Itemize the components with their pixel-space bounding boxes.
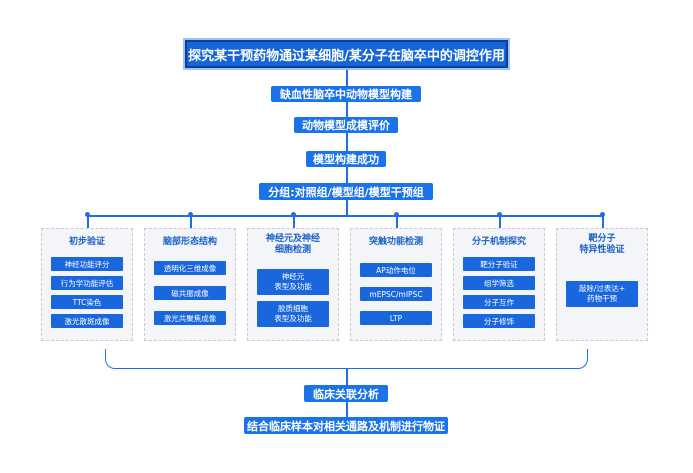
panel-neuron-detection: 神经元及神经 细胞检测 神经元 表型及功能 胶质细胞 表型及功能 [247,228,339,341]
panel-title: 脑部形态结构 [162,236,217,247]
panel-title: 初步验证 [68,236,105,247]
connector-s3-s4 [346,167,348,183]
branch-drop-6 [602,215,604,228]
step-model-evaluation: 动物模型成模评价 [294,117,398,133]
branch-drop-3 [293,215,295,228]
item-mepsc: mEPSC/mIPSC [360,287,432,301]
item-clearing-3d: 透明化三维成像 [154,261,226,275]
item-ltp: LTP [360,311,432,325]
branch-dot-2 [188,212,193,217]
step-clinical-analysis: 临床关联分析 [304,385,388,402]
step-model-construction: 缺血性脑卒中动物模型构建 [271,86,421,102]
item-confocal: 激光共聚焦成像 [154,311,226,325]
connector-s2-s3 [346,133,348,151]
item-neuron-phenotype: 神经元 表型及功能 [257,269,329,295]
connector-bracket-b1 [346,369,348,385]
panel-initial-validation: 初步验证 神经功能评分 行为学功能评估 TTC染色 激光散斑成像 [41,228,133,341]
item-omics: 组学筛选 [463,276,535,290]
branch-dot-3 [291,212,296,217]
panel-title: 突触功能检测 [368,236,423,247]
item-glia-phenotype: 胶质细胞 表型及功能 [257,301,329,327]
item-knockout-overexpression: 敲除/过表达+ 药物干预 [566,281,638,307]
panel-molecular-mechanism: 分子机制探究 靶分子验证 组学筛选 分子互作 分子修饰 [453,228,545,341]
branch-dot-6 [600,212,605,217]
item-neuro-score: 神经功能评分 [51,257,123,271]
item-laser-speckle: 激光散斑成像 [51,314,123,328]
item-target-validation: 靶分子验证 [463,257,535,271]
panel-title: 靶分子 特异性验证 [579,234,625,255]
step-model-success: 模型构建成功 [306,151,386,167]
item-interaction: 分子互作 [463,295,535,309]
branch-dot-5 [497,212,502,217]
item-behavior: 行为学功能评估 [51,276,123,290]
branch-drop-1 [87,215,89,228]
connector-s4-bus [346,200,348,215]
item-mri: 磁共振成像 [154,286,226,300]
item-modification: 分子修饰 [463,314,535,328]
branch-drop-2 [190,215,192,228]
diagram-title: 探究某干预药物通过某细胞/某分子在脑卒中的调控作用 [183,38,510,70]
item-ttc: TTC染色 [51,295,123,309]
panel-brain-morphology: 脑部形态结构 透明化三维成像 磁共振成像 激光共聚焦成像 [144,228,236,341]
item-ap: AP动作电位 [360,263,432,277]
panel-title: 分子机制探究 [471,236,526,247]
panel-title: 神经元及神经 细胞检测 [265,234,320,255]
branch-bus [87,215,602,217]
connector-title-s1 [346,70,348,86]
merge-bracket [105,349,588,369]
connector-b1-b2 [346,402,348,417]
panel-target-specificity: 靶分子 特异性验证 敲除/过表达+ 药物干预 [556,228,648,341]
branch-dot-1 [85,212,90,217]
branch-drop-5 [499,215,501,228]
step-grouping: 分组:对照组/模型组/模型干预组 [259,183,433,200]
branch-drop-4 [396,215,398,228]
step-clinical-validation: 结合临床样本对相关通路及机制进行物证 [244,417,448,434]
panel-synapse-function: 突触功能检测 AP动作电位 mEPSC/mIPSC LTP [350,228,442,341]
connector-s1-s2 [346,102,348,117]
branch-dot-4 [394,212,399,217]
